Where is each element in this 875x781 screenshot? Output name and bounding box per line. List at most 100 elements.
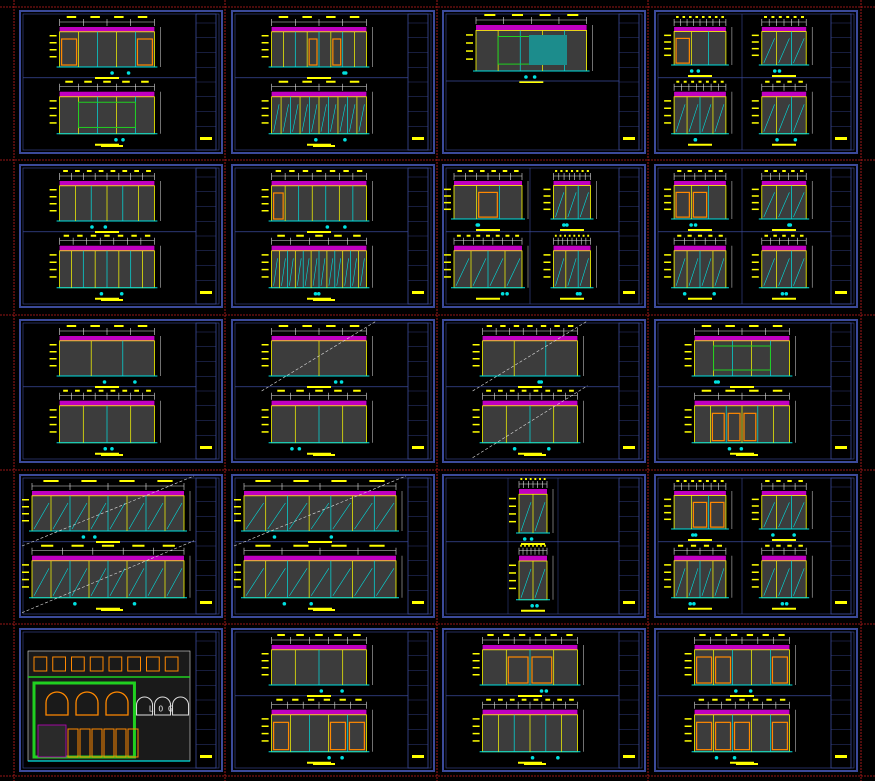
- sheet-inner-border: [657, 477, 855, 615]
- drawing-sheet: [442, 628, 646, 772]
- leader-dot: [556, 755, 560, 760]
- sheet-number: [200, 291, 212, 294]
- hatch-line: [763, 104, 775, 132]
- drawing-title-bar: [772, 539, 796, 541]
- hatch-line: [555, 258, 565, 286]
- dimension-text: [676, 16, 679, 18]
- side-annotation: [684, 660, 692, 662]
- dimension-text: [146, 389, 151, 392]
- side-annotation: [49, 42, 57, 44]
- door-panel: [771, 721, 789, 751]
- sheet-caption: [524, 763, 546, 765]
- hatch-line: [297, 258, 302, 286]
- dimension-text: [534, 634, 542, 636]
- sheet-inner-border: [234, 322, 432, 460]
- leader-dot: [784, 291, 789, 296]
- hatch-line: [304, 258, 310, 286]
- drawing-sheet: [19, 319, 223, 463]
- dimension-text: [137, 325, 148, 327]
- sheet-inner-border: [657, 322, 855, 460]
- sheet-inner-border: [22, 13, 220, 151]
- arched-window: [75, 691, 99, 716]
- dimension-text: [773, 170, 777, 172]
- ceiling-band: [482, 336, 578, 341]
- dimension-text: [720, 480, 724, 482]
- wall-panel: [761, 250, 807, 289]
- side-annotation: [509, 520, 516, 523]
- dimension-text: [511, 14, 524, 16]
- dimension-text: [560, 170, 563, 172]
- leader-dot: [693, 223, 698, 227]
- leader-dot: [314, 137, 318, 142]
- hatch-line: [555, 192, 565, 218]
- side-annotation: [664, 114, 672, 117]
- dimension-text: [559, 234, 562, 237]
- leader-dot: [532, 75, 537, 79]
- dimension-text: [520, 544, 522, 547]
- ceiling-band: [482, 645, 578, 650]
- hatch-line: [763, 38, 775, 64]
- leader-dot: [114, 137, 118, 142]
- dimension-text: [567, 325, 574, 327]
- hatch-line: [267, 502, 286, 530]
- dimension-text: [114, 325, 124, 327]
- side-annotation: [234, 499, 241, 501]
- leader-dot: [340, 689, 344, 693]
- section-cut-line: [472, 385, 588, 458]
- dimension-text: [90, 234, 97, 237]
- dimension-text: [587, 234, 590, 237]
- dimension-text: [486, 325, 493, 327]
- dimension-text: [714, 16, 718, 18]
- dimension-text: [275, 170, 282, 172]
- dimension-text: [772, 325, 783, 327]
- dimension-text: [278, 16, 289, 18]
- drawing-title-bar: [95, 231, 119, 233]
- door-panel: [348, 721, 366, 751]
- drawing-sheet: [654, 10, 858, 154]
- side-annotation: [472, 365, 480, 367]
- sheet-inner-border: [445, 167, 643, 305]
- hatch-line: [289, 502, 308, 530]
- dimension-text: [513, 325, 520, 327]
- door-panel: [714, 656, 732, 684]
- dimension-text: [791, 170, 795, 172]
- dimension-text: [718, 234, 723, 237]
- dimension-text: [355, 698, 362, 701]
- drawing-title-bar: [95, 143, 119, 146]
- hatch-line: [310, 502, 330, 530]
- upper-window: [127, 656, 141, 672]
- sheet-inner-border: [22, 631, 220, 769]
- dimension-text: [122, 80, 130, 83]
- drawing-title-bar: [730, 695, 754, 697]
- dimension-text: [63, 234, 70, 237]
- dimension-text: [255, 480, 271, 482]
- dimension-text: [778, 16, 782, 18]
- sheet-caption: [313, 609, 335, 611]
- dimension-text: [277, 389, 285, 392]
- hatch-line: [301, 104, 308, 132]
- drawing-sheet: [654, 164, 858, 308]
- leader-dot: [784, 601, 789, 606]
- sheet-number: [835, 601, 847, 604]
- side-annotation: [22, 564, 29, 566]
- side-annotation: [234, 578, 241, 581]
- arched-window: [45, 691, 69, 716]
- drawing-title-bar: [730, 386, 754, 388]
- side-annotation: [684, 740, 692, 742]
- side-annotation: [49, 56, 57, 58]
- dimension-text: [316, 170, 322, 172]
- entrance-door: [103, 728, 115, 758]
- hatch-line: [714, 104, 725, 132]
- leader-dot: [535, 603, 539, 608]
- dimension-text: [292, 698, 299, 701]
- leader-dot: [297, 446, 302, 451]
- ceiling-band: [674, 91, 726, 97]
- dimension-text: [296, 389, 304, 392]
- hatch-line: [778, 104, 790, 132]
- leader-dot: [692, 601, 696, 606]
- dimension-text: [326, 325, 336, 327]
- dimension-text: [63, 389, 68, 392]
- side-annotation: [466, 42, 473, 44]
- wall-panel: [673, 495, 727, 530]
- side-annotation: [261, 674, 269, 676]
